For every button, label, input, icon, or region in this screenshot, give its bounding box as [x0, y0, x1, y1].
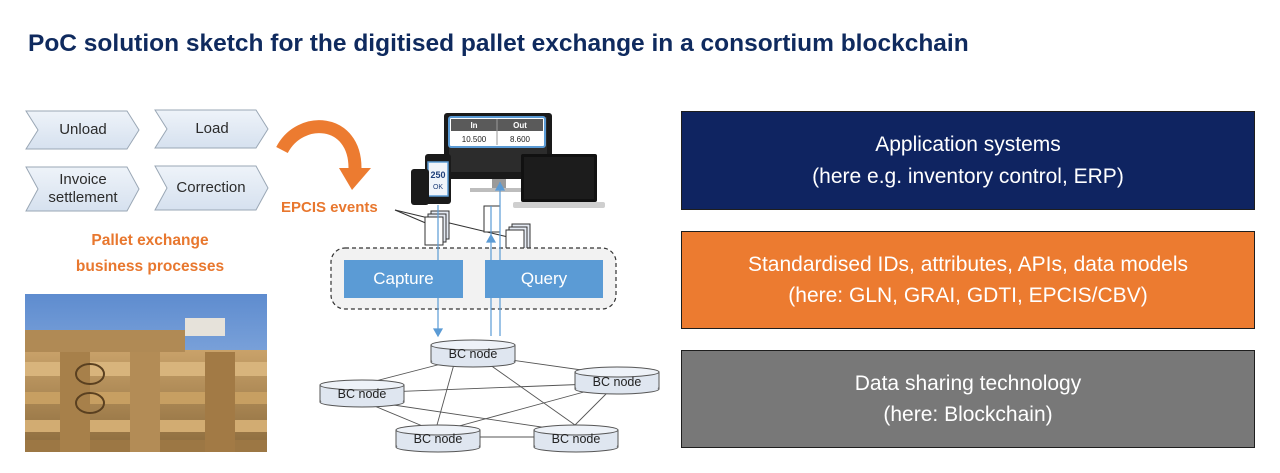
bc-node-label: BC node — [449, 347, 498, 361]
bc-node-bottom-right — [533, 424, 619, 453]
layer-application-subtitle: (here e.g. inventory control, ERP) — [812, 164, 1124, 188]
query-interface: Query — [485, 260, 603, 298]
screen-table-value-out: 8.600 — [510, 135, 531, 144]
bc-node-right — [574, 366, 660, 395]
process-unload: Unload — [59, 121, 107, 138]
layer-standards-title: Standardised IDs, attributes, APIs, data… — [747, 252, 1189, 276]
diagram-canvas: BC node BC node BC node BC node BC node … — [25, 109, 660, 453]
process-load: Load — [195, 120, 229, 137]
layer-application-title: Application systems — [875, 133, 1061, 156]
bc-node-label: BC node — [552, 432, 601, 446]
process-invoice-settlement: Invoice settlement — [48, 171, 118, 206]
epcis-curved-arrow — [276, 120, 371, 190]
chevron-unload — [25, 110, 140, 150]
process-correction: Correction — [176, 179, 246, 196]
bc-node-bottom-left — [395, 424, 481, 453]
bc-node-label: BC node — [414, 432, 463, 446]
screen-table-value-in: 10.500 — [462, 135, 487, 144]
layer-application-systems: Application systems (here e.g. inventory… — [681, 111, 1255, 210]
process-caption: Pallet exchange business processes — [75, 232, 225, 276]
chevron-invoice — [25, 166, 140, 212]
chevron-load — [154, 109, 269, 149]
layer-standards: Standardised IDs, attributes, APIs, data… — [681, 231, 1255, 329]
chevron-correction — [154, 165, 269, 211]
phone-badge-value: 250 — [430, 170, 445, 180]
layer-data-sharing-title: Data sharing technology — [854, 371, 1082, 395]
layer-data-sharing: Data sharing technology (here: Blockchai… — [681, 350, 1255, 448]
epcis-events-label: EPCIS events — [281, 199, 378, 216]
screen-table-header-in: In — [470, 121, 477, 130]
epcis-document-query-single — [483, 205, 501, 233]
devices-illustration — [411, 113, 605, 208]
bc-node-left — [319, 379, 405, 408]
pallet-stack-image — [25, 294, 267, 452]
layer-standards-subtitle: (here: GLN, GRAI, GDTI, EPCIS/CBV) — [788, 284, 1148, 307]
bc-node-top — [430, 339, 516, 368]
epcis-document-capture — [424, 210, 450, 246]
screen-table-header-out: Out — [513, 121, 527, 130]
layer-data-sharing-subtitle: (here: Blockchain) — [883, 403, 1053, 426]
phone-badge-status: OK — [433, 184, 443, 191]
capture-interface: Capture — [344, 260, 463, 298]
bc-node-label: BC node — [338, 387, 387, 401]
bc-node-label: BC node — [593, 375, 642, 389]
page-title: PoC solution sketch for the digitised pa… — [28, 30, 969, 57]
